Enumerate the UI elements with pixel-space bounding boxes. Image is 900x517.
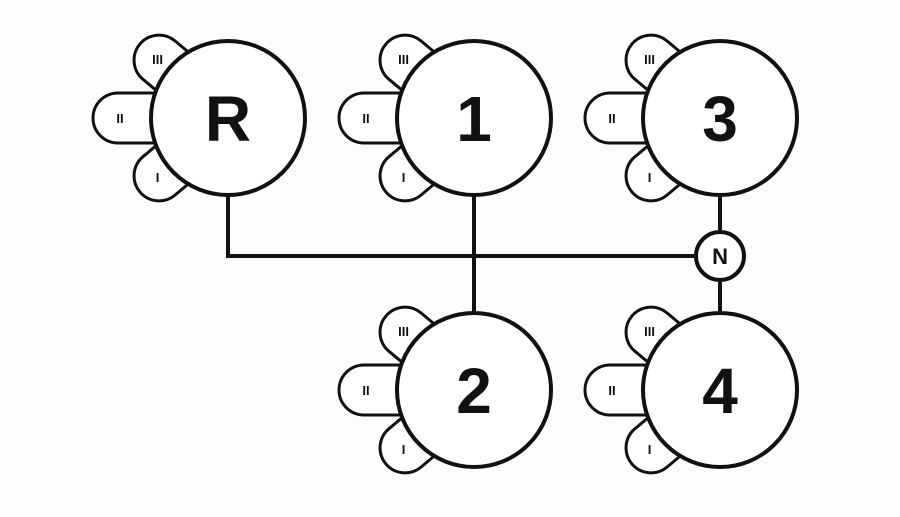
gear-circle — [395, 311, 553, 469]
gear-4: III II I 4 — [583, 305, 799, 475]
neutral-node: N — [694, 230, 746, 282]
neutral-circle — [694, 230, 746, 282]
sub-label-i: I — [402, 442, 406, 457]
sub-label-iii: III — [398, 52, 409, 67]
shift-gate-lines — [226, 195, 722, 315]
gear-label: 4 — [702, 355, 738, 427]
gear-label: 1 — [456, 83, 492, 155]
sub-label-i: I — [156, 170, 160, 185]
sub-label-i: I — [648, 170, 652, 185]
gear-circle — [149, 39, 307, 197]
gear-1: III II I 1 — [337, 33, 553, 203]
sub-label-ii: II — [116, 111, 123, 126]
gear-label: 2 — [456, 355, 492, 427]
gear-r: III II I R — [91, 33, 307, 203]
gear-label: 3 — [702, 83, 738, 155]
sub-label-ii: II — [362, 383, 369, 398]
gear-circle — [395, 39, 553, 197]
sub-label-iii: III — [398, 324, 409, 339]
neutral-label: N — [712, 244, 728, 269]
sub-label-ii: II — [608, 111, 615, 126]
gear-2: III II I 2 — [337, 305, 553, 475]
sub-label-ii: II — [362, 111, 369, 126]
gear-label: R — [205, 83, 251, 155]
sub-label-i: I — [648, 442, 652, 457]
gear-circle — [641, 39, 799, 197]
sub-label-iii: III — [152, 52, 163, 67]
gear-circle — [641, 311, 799, 469]
sub-label-iii: III — [644, 52, 655, 67]
sub-label-ii: II — [608, 383, 615, 398]
sub-label-i: I — [402, 170, 406, 185]
gear-3: III II I 3 — [583, 33, 799, 203]
sub-label-iii: III — [644, 324, 655, 339]
